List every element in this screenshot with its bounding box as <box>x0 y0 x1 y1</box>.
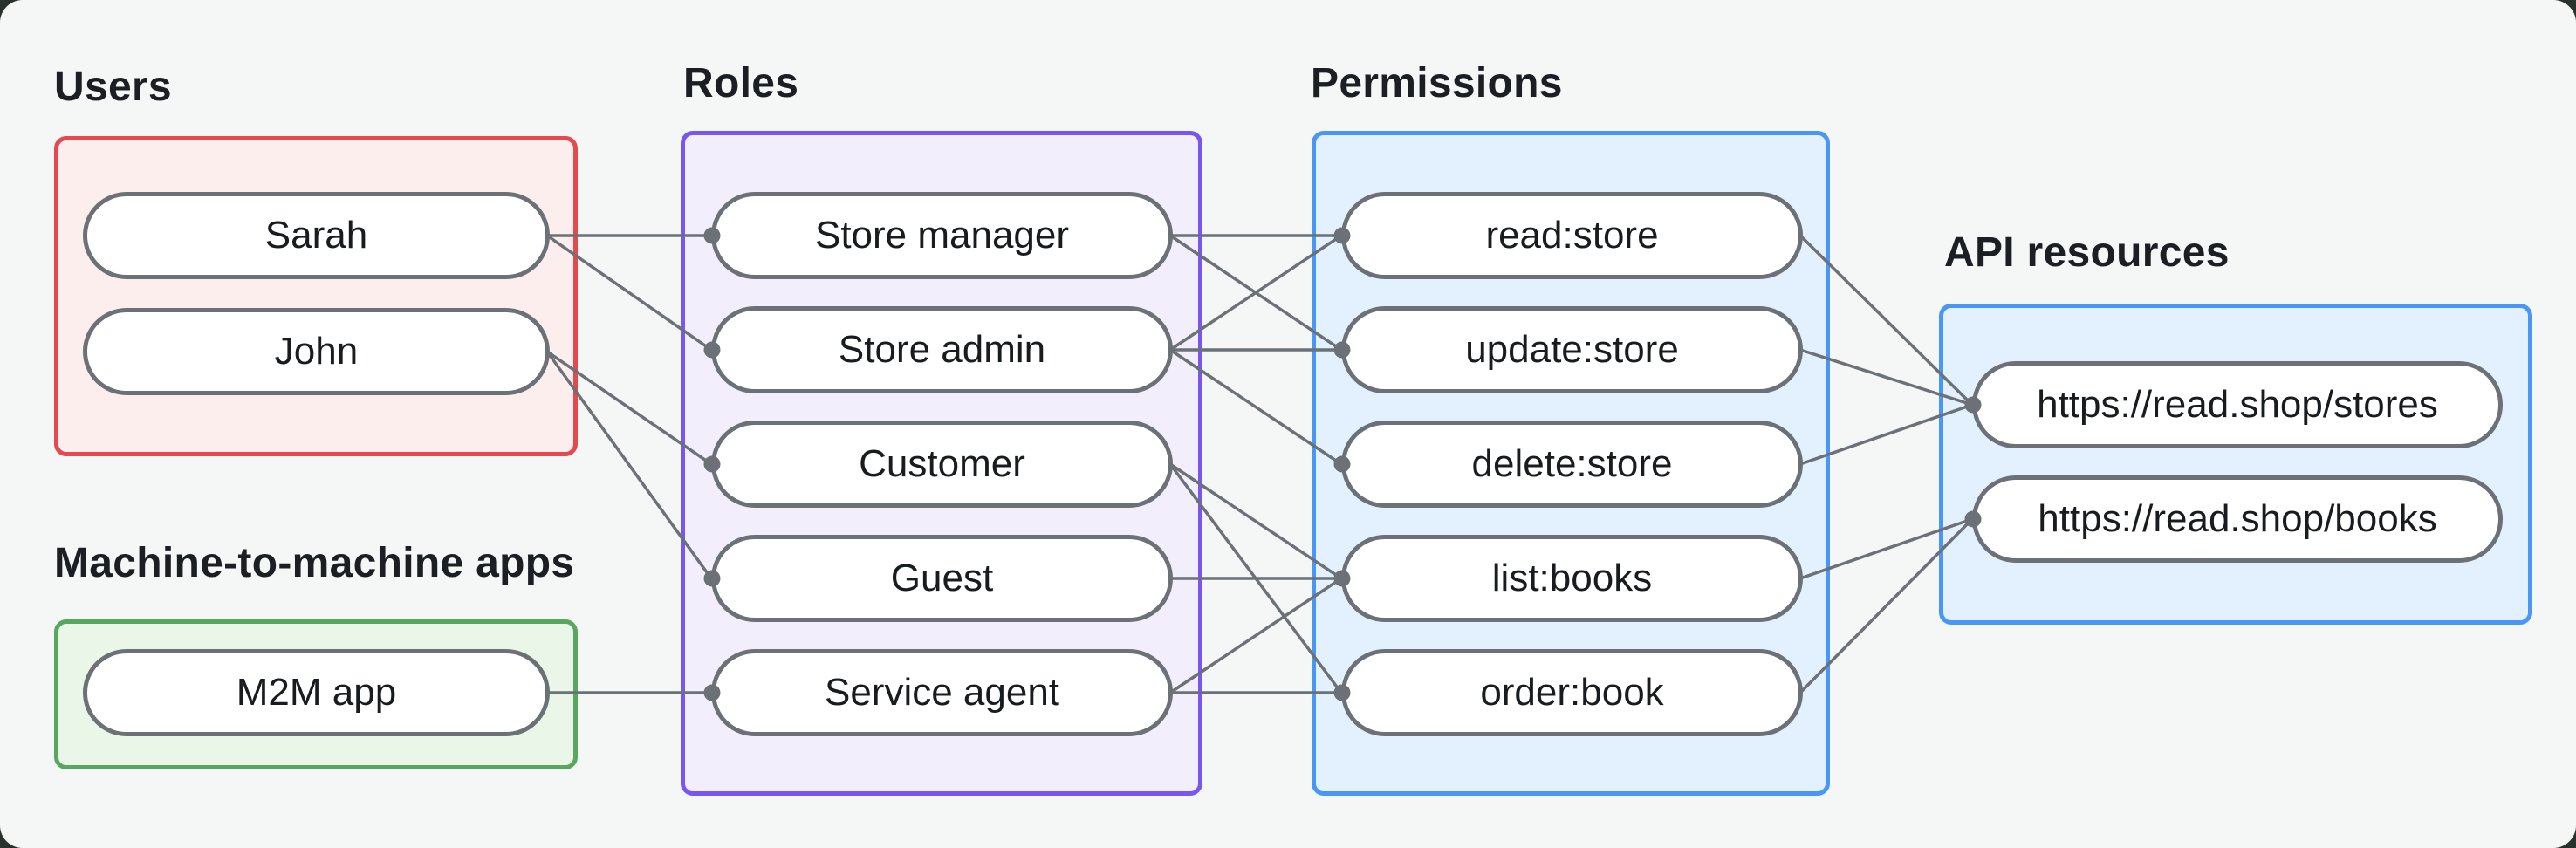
users-group-box <box>54 136 578 456</box>
permission-node-order-book: order:book <box>1341 649 1803 736</box>
permission-node-update-store: update:store <box>1341 306 1803 393</box>
api-resources-group-box <box>1939 304 2532 625</box>
role-node-store-manager: Store manager <box>711 192 1173 279</box>
users-group-label: Users <box>54 64 172 110</box>
permission-node-list-books: list:books <box>1341 535 1803 622</box>
role-node-service-agent: Service agent <box>711 649 1173 736</box>
m2m-apps-group-label: Machine-to-machine apps <box>54 540 575 586</box>
role-node-customer: Customer <box>711 421 1173 508</box>
api-resource-node-books: https://read.shop/books <box>1972 475 2503 563</box>
api-resource-node-stores: https://read.shop/stores <box>1972 361 2503 448</box>
user-node-sarah: Sarah <box>83 192 550 279</box>
permission-node-read-store: read:store <box>1341 192 1803 279</box>
api-resources-group-label: API resources <box>1944 229 2230 276</box>
permission-node-delete-store: delete:store <box>1341 421 1803 508</box>
role-node-guest: Guest <box>711 535 1173 622</box>
role-node-store-admin: Store admin <box>711 306 1173 393</box>
user-node-john: John <box>83 308 550 395</box>
m2m-app-node: M2M app <box>83 649 550 736</box>
permissions-group-label: Permissions <box>1311 60 1563 106</box>
roles-group-label: Roles <box>683 60 799 106</box>
